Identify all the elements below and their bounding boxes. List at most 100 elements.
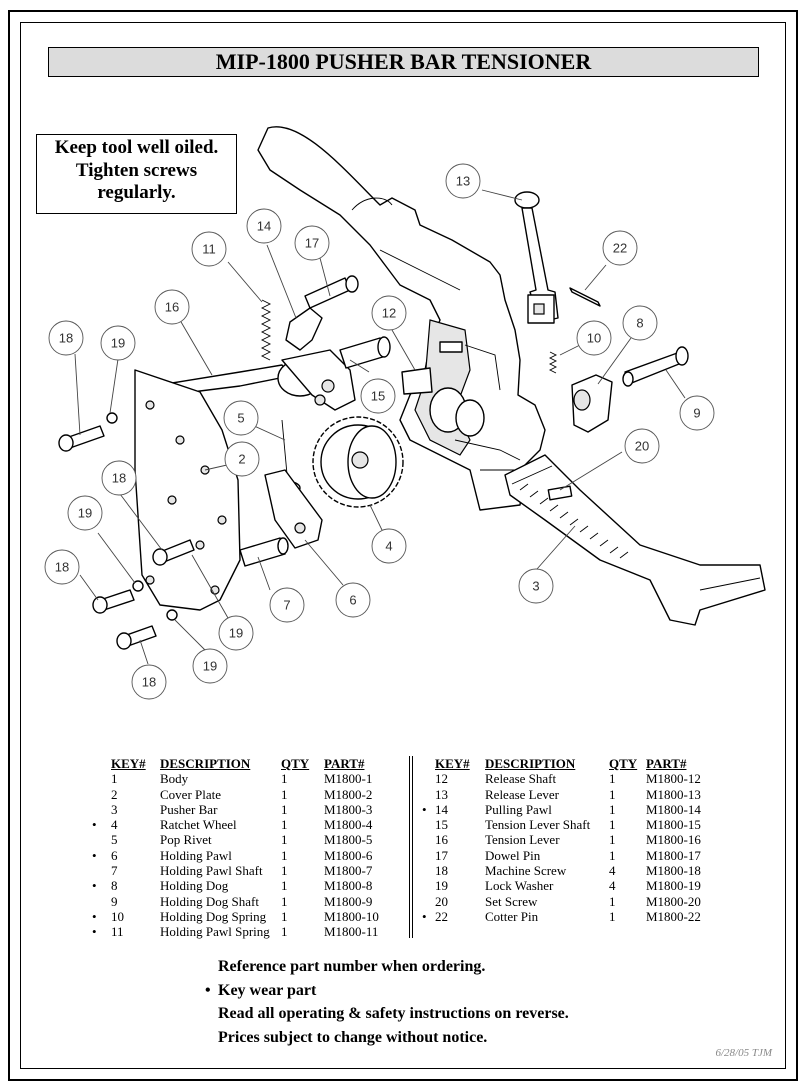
tension-lever-drawing bbox=[171, 349, 356, 411]
cell-bullet: • bbox=[92, 924, 97, 940]
svg-text:22: 22 bbox=[613, 241, 627, 256]
cell-qty: 1 bbox=[281, 893, 288, 909]
cell-qty: 1 bbox=[609, 832, 616, 848]
footer-notes: Reference part number when ordering. •Ke… bbox=[205, 955, 569, 1049]
cell-key: 13 bbox=[435, 786, 448, 802]
note-line: Keep tool well oiled. bbox=[54, 137, 219, 158]
cell-part: M1800-4 bbox=[324, 817, 373, 833]
column-header-qty: QTY bbox=[281, 756, 310, 771]
svg-text:19: 19 bbox=[229, 626, 243, 641]
svg-text:13: 13 bbox=[456, 174, 470, 189]
cell-description: Holding Pawl bbox=[160, 847, 232, 863]
cell-bullet: • bbox=[92, 908, 97, 924]
cell-qty: 1 bbox=[609, 893, 616, 909]
note-line: Tighten screws bbox=[75, 159, 198, 181]
cell-description: Machine Screw bbox=[485, 863, 567, 879]
cell-qty: 1 bbox=[281, 863, 288, 879]
cell-description: Cover Plate bbox=[160, 786, 222, 802]
inner-frame bbox=[20, 22, 786, 1069]
cell-description: Ratchet Wheel bbox=[160, 817, 237, 833]
svg-text:4: 4 bbox=[385, 539, 392, 554]
cell-description: Dowel Pin bbox=[485, 847, 541, 863]
cell-bullet: • bbox=[422, 801, 427, 817]
cell-description: Tension Lever Shaft bbox=[485, 817, 591, 833]
cell-part: M1800-15 bbox=[646, 817, 701, 833]
cell-qty: 1 bbox=[281, 786, 288, 802]
cell-key: 19 bbox=[435, 878, 448, 894]
cell-part: M1800-8 bbox=[324, 878, 373, 894]
svg-text:8: 8 bbox=[636, 316, 643, 331]
cell-key: 3 bbox=[111, 801, 118, 817]
column-header-part: PART# bbox=[646, 756, 687, 771]
callout-8: 8 bbox=[622, 305, 658, 341]
cell-qty: 1 bbox=[281, 801, 288, 817]
dowel-pin-drawing bbox=[304, 275, 359, 309]
svg-text:2: 2 bbox=[238, 452, 245, 467]
cell-part: M1800-7 bbox=[324, 863, 373, 879]
cell-description: Release Lever bbox=[485, 786, 559, 802]
pusher-bar-drawing bbox=[504, 454, 766, 626]
callout-10: 10 bbox=[576, 320, 612, 356]
column-header-key: KEY# bbox=[111, 756, 146, 771]
cell-key: 15 bbox=[435, 817, 448, 833]
tension-lever-shaft-drawing bbox=[401, 367, 433, 395]
note-line: regularly. bbox=[97, 182, 176, 203]
cell-description: Holding Pawl Shaft bbox=[160, 863, 263, 879]
cell-description: Lock Washer bbox=[485, 878, 554, 894]
cell-key: 16 bbox=[435, 832, 448, 848]
footer-line: Prices subject to change without notice. bbox=[218, 1028, 488, 1046]
maintenance-note: Keep tool well oiled. Tighten screws reg… bbox=[36, 134, 237, 214]
cell-part: M1800-2 bbox=[324, 786, 373, 802]
cell-description: Holding Dog bbox=[160, 878, 229, 894]
cell-key: 6 bbox=[111, 847, 118, 863]
callout-18: 18 bbox=[131, 664, 167, 700]
cell-description: Holding Dog Spring bbox=[160, 908, 267, 924]
cell-description: Cotter Pin bbox=[485, 908, 539, 924]
cell-qty: 1 bbox=[281, 847, 288, 863]
svg-text:16: 16 bbox=[165, 300, 179, 315]
svg-text:19: 19 bbox=[78, 506, 92, 521]
cotter-pin-drawing bbox=[569, 287, 601, 307]
cell-key: 4 bbox=[111, 817, 118, 833]
svg-text:18: 18 bbox=[55, 560, 69, 575]
revision-date: 6/28/05 TJM bbox=[715, 1047, 772, 1059]
column-header-key: KEY# bbox=[435, 756, 470, 771]
cell-key: 12 bbox=[435, 771, 448, 787]
cell-part: M1800-11 bbox=[324, 924, 379, 940]
cell-key: 17 bbox=[435, 847, 448, 863]
page-title: MIP-1800 PUSHER BAR TENSIONER bbox=[48, 47, 759, 77]
cell-qty: 1 bbox=[281, 771, 288, 787]
callout-19: 19 bbox=[218, 615, 254, 651]
svg-text:9: 9 bbox=[693, 406, 700, 421]
callout-20: 20 bbox=[624, 428, 660, 464]
holding-dog-shaft-drawing bbox=[622, 346, 689, 387]
callout-19: 19 bbox=[100, 325, 136, 361]
release-lever-drawing bbox=[514, 191, 559, 324]
cell-part: M1800-22 bbox=[646, 908, 701, 924]
cell-bullet: • bbox=[422, 908, 427, 924]
svg-text:17: 17 bbox=[305, 236, 319, 251]
cell-description: Holding Dog Shaft bbox=[160, 893, 259, 909]
cell-part: M1800-5 bbox=[324, 832, 373, 848]
cell-key: 20 bbox=[435, 893, 448, 909]
table-divider bbox=[409, 756, 413, 938]
cell-part: M1800-20 bbox=[646, 893, 701, 909]
cell-qty: 1 bbox=[609, 908, 616, 924]
holding-pawl-spring-drawing bbox=[260, 299, 272, 361]
callout-14: 14 bbox=[246, 208, 282, 244]
svg-text:11: 11 bbox=[202, 242, 216, 257]
callout-19: 19 bbox=[67, 495, 103, 531]
cell-part: M1800-17 bbox=[646, 847, 701, 863]
callout-2: 2 bbox=[224, 441, 260, 477]
callout-4: 4 bbox=[371, 528, 407, 564]
cell-part: M1800-12 bbox=[646, 771, 701, 787]
cell-qty: 1 bbox=[609, 786, 616, 802]
footer-line: •Key wear part bbox=[205, 981, 317, 999]
callout-12: 12 bbox=[371, 295, 407, 331]
callout-7: 7 bbox=[269, 587, 305, 623]
cell-description: Pulling Pawl bbox=[485, 801, 552, 817]
column-header-part: PART# bbox=[324, 756, 365, 771]
cell-bullet: • bbox=[92, 878, 97, 894]
svg-text:15: 15 bbox=[371, 389, 385, 404]
